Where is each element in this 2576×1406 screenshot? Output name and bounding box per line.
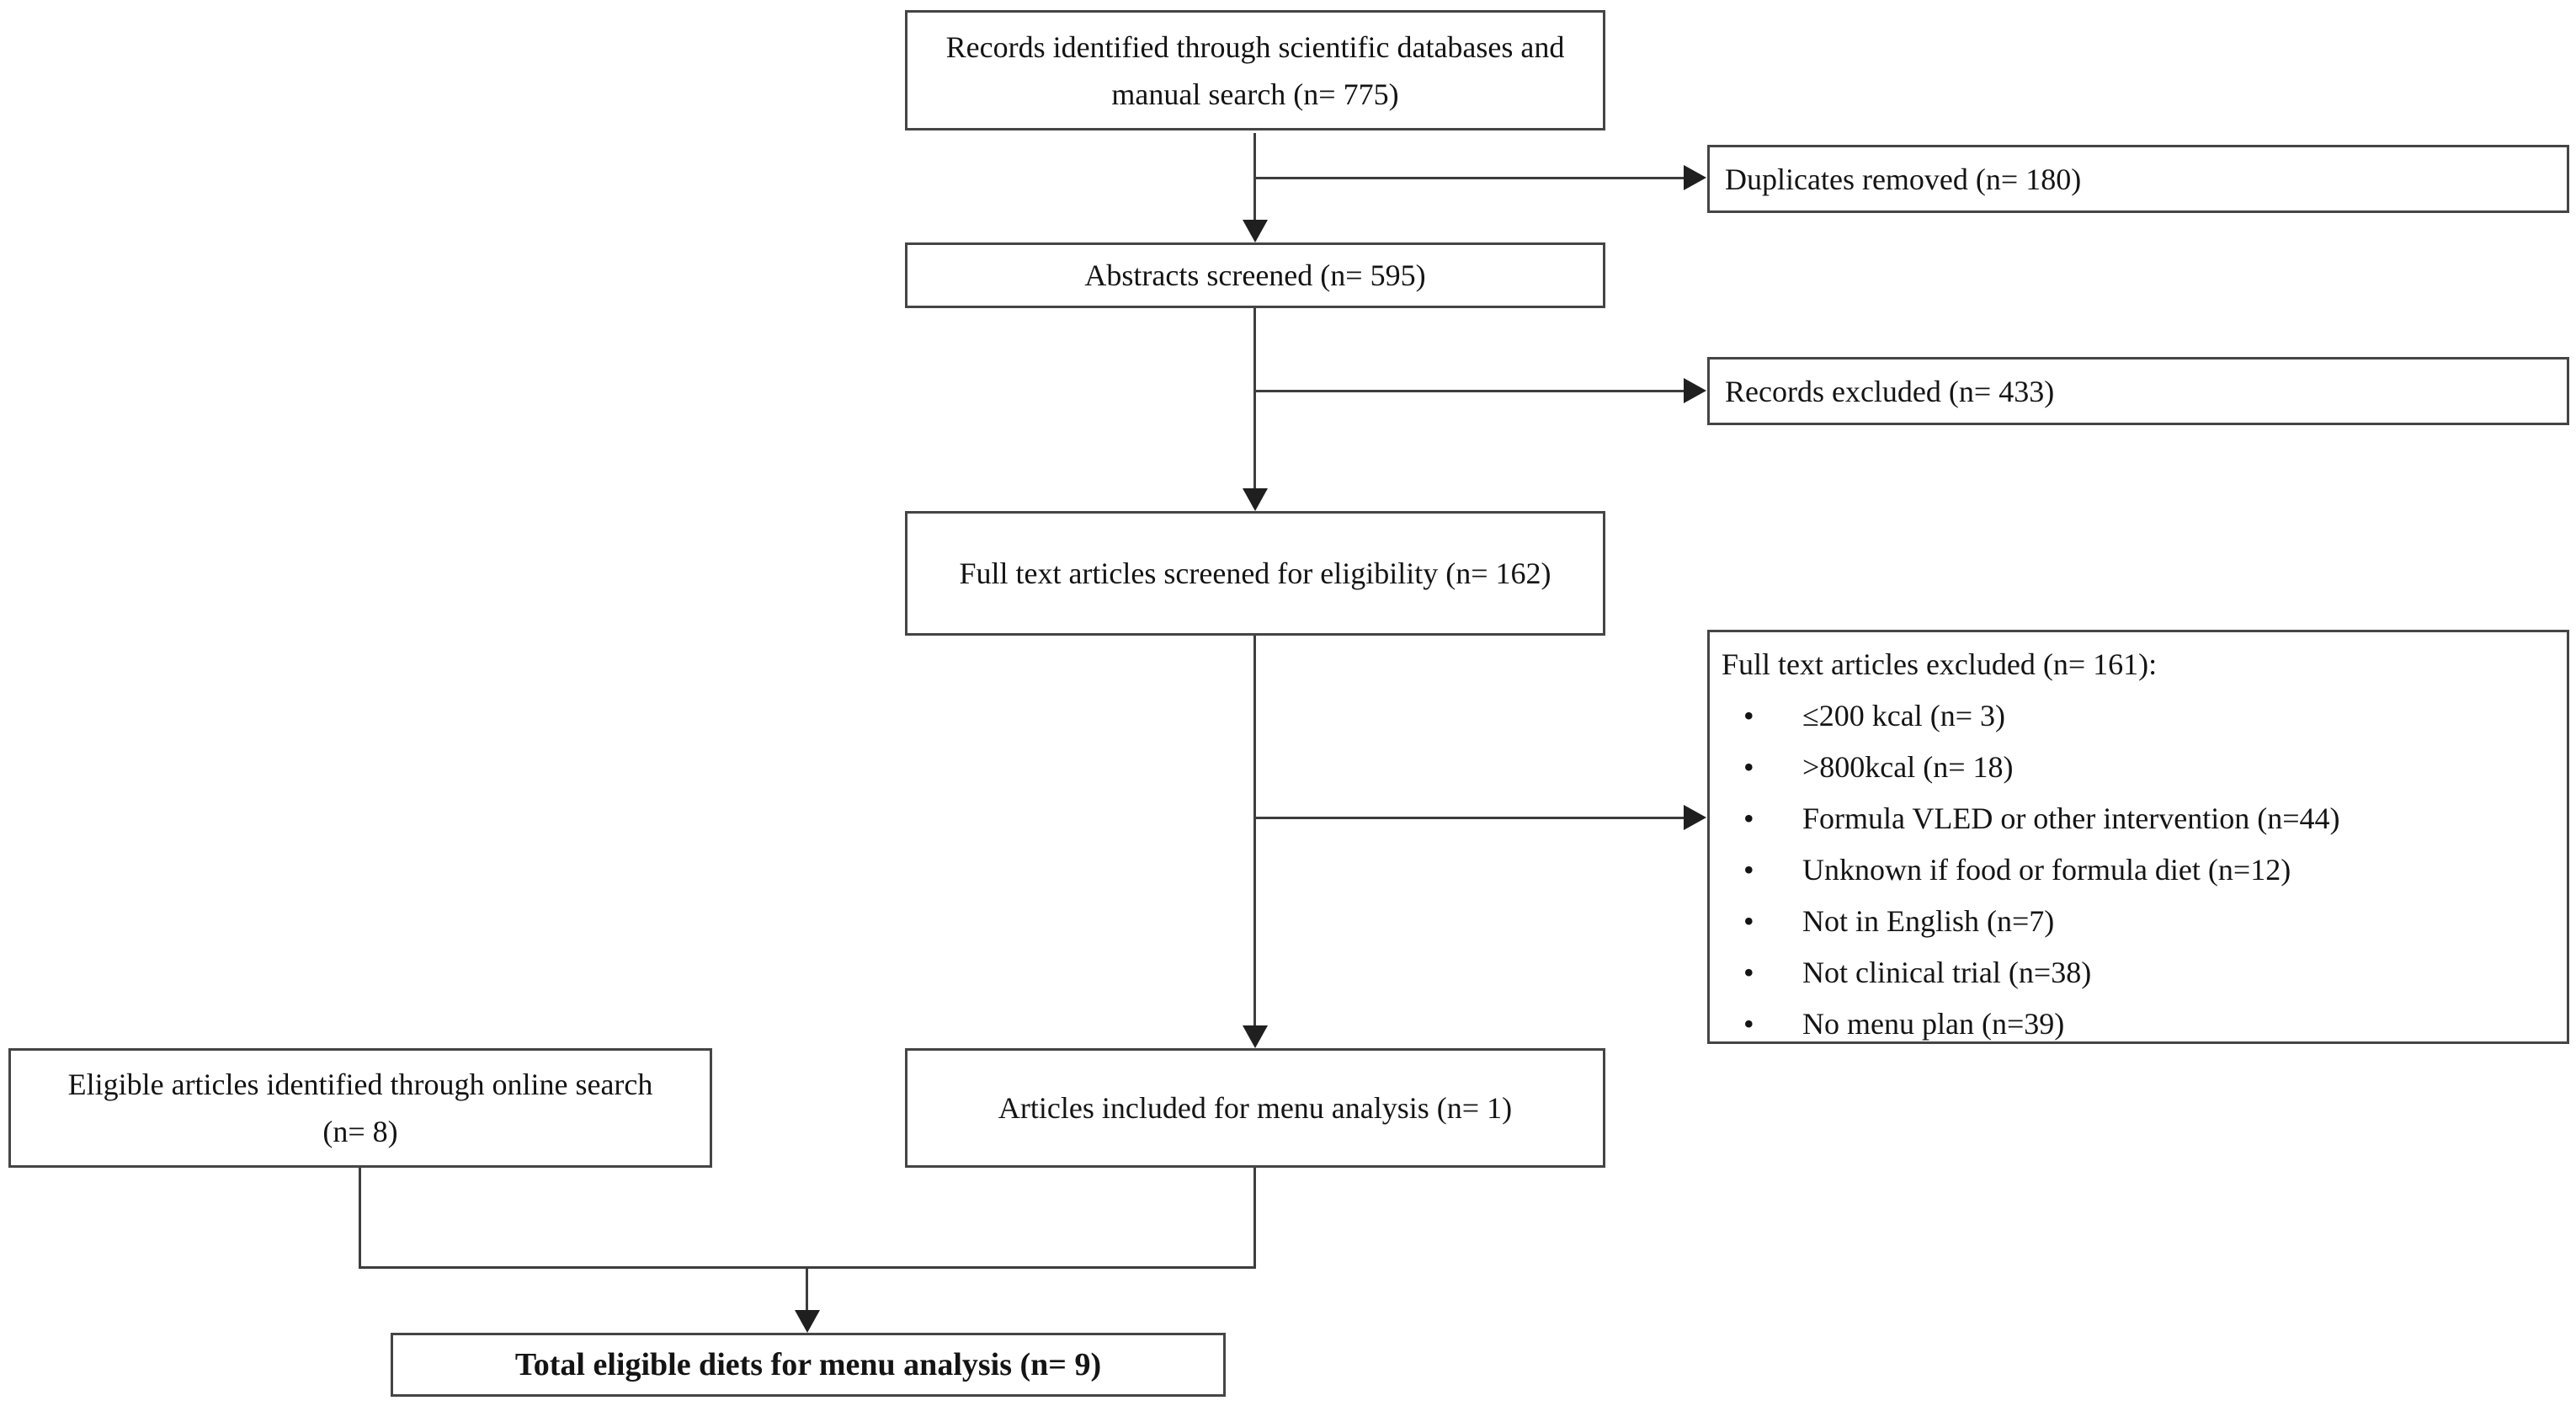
arrowhead-down-icon [1243,488,1268,511]
node-records-excluded-label: Records excluded (n= 433) [1725,374,2055,408]
list-item: Not clinical trial (n=38) [1722,947,2555,999]
list-item: Formula VLED or other intervention (n=44… [1722,793,2555,844]
node-records-identified: Records identified through scientific da… [905,10,1605,130]
list-item: >800kcal (n= 18) [1722,742,2555,793]
list-item: Unknown if food or formula diet (n=12) [1722,844,2555,896]
connector-line [806,1266,808,1311]
node-total-eligible-label: Total eligible diets for menu analysis (… [514,1347,1102,1382]
list-item: No menu plan (n=39) [1722,999,2555,1050]
arrowhead-right-icon [1684,165,1706,190]
connector-line [1255,177,1684,179]
node-abstracts-screened: Abstracts screened (n= 595) [905,242,1605,308]
node-articles-included: Articles included for menu analysis (n= … [905,1048,1605,1168]
node-fulltext-screened: Full text articles screened for eligibil… [905,511,1605,636]
node-fulltext-excluded: Full text articles excluded (n= 161): ≤2… [1707,630,2569,1050]
arrowhead-right-icon [1684,378,1706,403]
arrowhead-down-icon [795,1310,820,1333]
arrowhead-down-icon [1243,1025,1268,1048]
node-duplicates-removed-label: Duplicates removed (n= 180) [1725,162,2082,196]
connector-line [1253,133,1256,221]
connector-line [359,1168,361,1269]
connector-line [1253,636,1256,1026]
connector-line [1253,1168,1256,1269]
node-eligible-online: Eligible articles identified through onl… [8,1048,712,1168]
arrowhead-right-icon [1684,805,1706,830]
node-fulltext-screened-label: Full text articles screened for eligibil… [959,557,1551,590]
node-records-excluded: Records excluded (n= 433) [1707,357,2569,425]
node-abstracts-screened-label: Abstracts screened (n= 595) [1084,258,1426,292]
arrowhead-down-icon [1243,220,1268,242]
connector-line [1255,390,1684,392]
node-total-eligible: Total eligible diets for menu analysis (… [391,1333,1226,1397]
node-duplicates-removed: Duplicates removed (n= 180) [1707,145,2569,213]
list-item: ≤200 kcal (n= 3) [1722,690,2555,742]
node-fulltext-excluded-title: Full text articles excluded (n= 161): [1722,647,2158,681]
node-records-identified-label: Records identified through scientific da… [945,29,1565,111]
connector-line [1253,308,1256,489]
connector-line [1255,817,1684,819]
list-item: Not in English (n=7) [1722,896,2555,947]
fulltext-excluded-list: ≤200 kcal (n= 3) >800kcal (n= 18) Formul… [1722,690,2555,1050]
node-articles-included-label: Articles included for menu analysis (n= … [998,1091,1513,1125]
node-eligible-online-label: Eligible articles identified through onl… [67,1068,653,1148]
